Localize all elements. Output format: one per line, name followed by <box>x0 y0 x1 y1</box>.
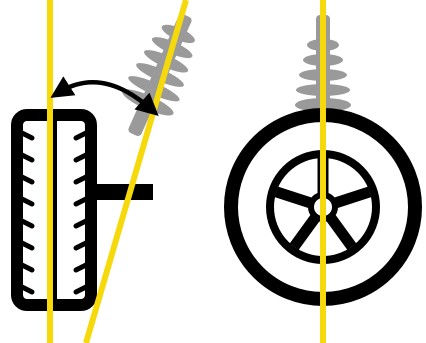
side-view-group <box>11 0 195 343</box>
tire-side-view-icon <box>11 109 97 311</box>
front-view-group <box>224 0 422 343</box>
axle-arm <box>95 184 153 200</box>
double-headed-curved-arrow-icon <box>50 76 159 117</box>
tilted-axis-line <box>83 0 189 343</box>
left-coil-spring-icon <box>122 14 195 136</box>
